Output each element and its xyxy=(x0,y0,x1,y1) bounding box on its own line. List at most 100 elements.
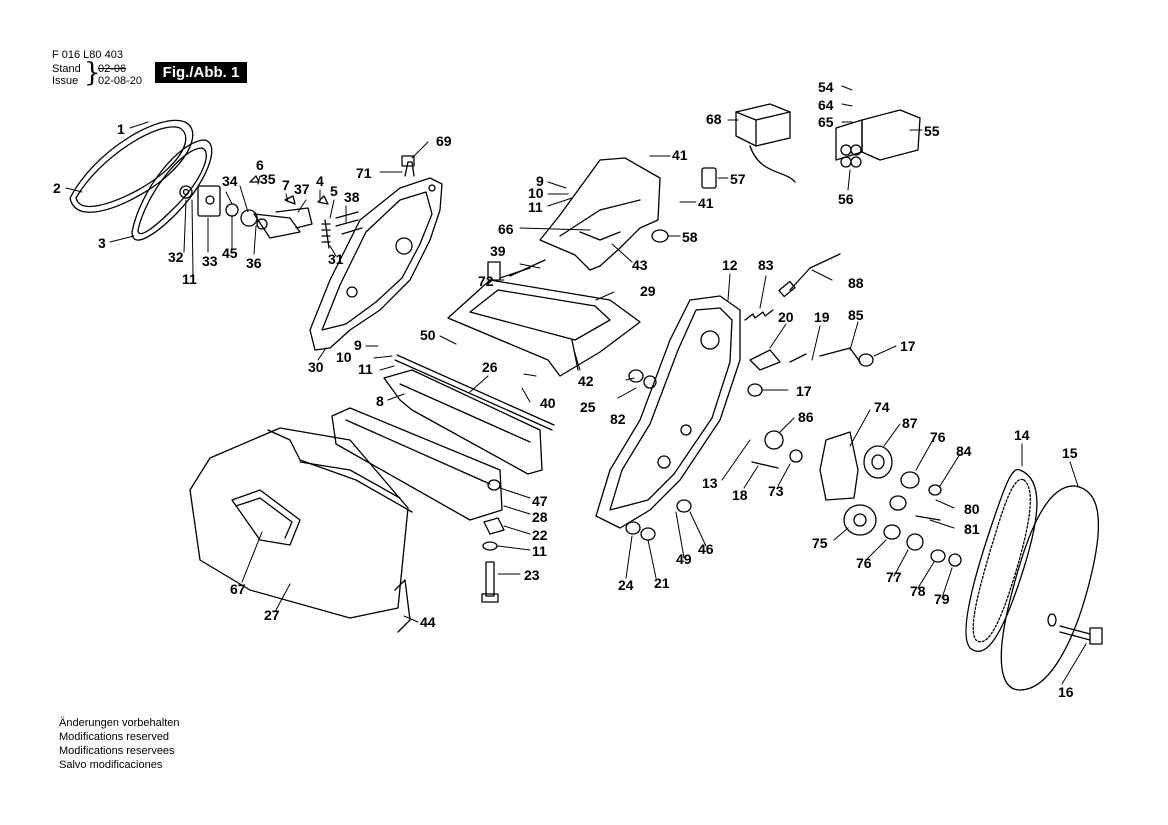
callout-29: 29 xyxy=(640,283,656,299)
spring-pin-set xyxy=(321,211,363,249)
callout-76b: 76 xyxy=(856,555,872,571)
stand-label: Stand xyxy=(52,63,81,75)
callout-71: 71 xyxy=(356,165,372,181)
callout-11d: 11 xyxy=(532,543,547,559)
washer-nut-stack xyxy=(482,479,505,551)
gear-housing xyxy=(595,295,741,529)
callout-6: 6 xyxy=(256,157,264,173)
toothed-belt xyxy=(965,468,1038,652)
spring-83 xyxy=(744,309,774,321)
pulley-75 xyxy=(843,504,877,536)
brace-glyph: } xyxy=(84,58,101,88)
stand-value: 02-06 xyxy=(98,63,127,75)
callout-11a: 11 xyxy=(528,199,543,215)
callout-80: 80 xyxy=(964,501,980,517)
callout-3: 3 xyxy=(98,235,106,251)
callout-13: 13 xyxy=(702,475,718,491)
callout-27: 27 xyxy=(264,607,280,623)
callout-67: 67 xyxy=(230,581,246,597)
callout-17a: 17 xyxy=(900,338,916,354)
callout-38: 38 xyxy=(344,189,360,205)
callout-11b: 11 xyxy=(358,361,373,377)
callout-22: 22 xyxy=(532,527,548,543)
scraper-blade xyxy=(383,369,543,475)
callout-86: 86 xyxy=(798,409,814,425)
callout-14: 14 xyxy=(1014,427,1030,443)
bolt-23 xyxy=(481,561,499,603)
control-cable xyxy=(778,253,841,298)
callout-32: 32 xyxy=(168,249,184,265)
callout-81: 81 xyxy=(964,521,980,537)
callout-50: 50 xyxy=(420,327,436,343)
deflector-plate xyxy=(539,157,661,271)
issue-label: Issue xyxy=(52,75,79,87)
callout-7: 7 xyxy=(282,177,290,193)
callout-40: 40 xyxy=(540,395,556,411)
charger-unit xyxy=(735,103,796,183)
callout-10b: 10 xyxy=(336,349,352,365)
callout-19: 19 xyxy=(814,309,830,325)
callout-57: 57 xyxy=(730,171,746,187)
callout-41b: 41 xyxy=(698,195,714,211)
callout-56: 56 xyxy=(838,191,854,207)
callout-12: 12 xyxy=(722,257,738,273)
callout-23: 23 xyxy=(524,567,540,583)
base-cover-plate xyxy=(447,259,641,377)
modification-notes: Änderungen vorbehalten Modifications res… xyxy=(59,716,179,772)
note-de: Änderungen vorbehalten xyxy=(59,717,180,729)
callout-15: 15 xyxy=(1062,445,1078,461)
callout-20: 20 xyxy=(778,309,794,325)
callout-54: 54 xyxy=(818,79,834,95)
callout-43: 43 xyxy=(632,257,648,273)
callout-28: 28 xyxy=(532,509,548,525)
drive-belt-inner xyxy=(131,139,213,241)
issue-value: 02-08-20 xyxy=(98,75,143,87)
callout-74: 74 xyxy=(874,399,890,415)
callout-1: 1 xyxy=(117,121,125,137)
callout-39: 39 xyxy=(490,243,506,259)
wheel-bracket xyxy=(819,431,859,501)
callout-5: 5 xyxy=(330,183,338,199)
callout-87: 87 xyxy=(902,415,918,431)
callout-83: 83 xyxy=(758,257,774,273)
note-en: Modifications reserved xyxy=(59,731,170,743)
callout-17b: 17 xyxy=(796,383,812,399)
callout-11c: 11 xyxy=(182,271,197,287)
callout-42: 42 xyxy=(578,373,594,389)
callout-79: 79 xyxy=(934,591,950,607)
callout-31: 31 xyxy=(328,251,344,267)
callout-58: 58 xyxy=(682,229,698,245)
callout-73: 73 xyxy=(768,483,784,499)
callout-49: 49 xyxy=(676,551,692,567)
callout-46: 46 xyxy=(698,541,714,557)
callout-9b: 9 xyxy=(354,337,362,353)
callout-labels: 1 2 3 4 5 6 7 8 9 10 11 12 13 14 15 16 1… xyxy=(53,79,1078,700)
figure-label: Fig./Abb. 1 xyxy=(155,62,247,83)
housing-side-plate xyxy=(309,155,443,351)
roller-87 xyxy=(863,445,893,479)
roller-shaft xyxy=(394,354,555,431)
callout-leader-lines xyxy=(65,85,1087,685)
callout-45: 45 xyxy=(222,245,238,261)
callout-82: 82 xyxy=(610,411,626,427)
callout-47: 47 xyxy=(532,493,548,509)
pulley-bracket xyxy=(179,185,221,217)
callout-36: 36 xyxy=(246,255,262,271)
callout-44: 44 xyxy=(420,614,436,630)
callout-66: 66 xyxy=(498,221,514,237)
callout-21: 21 xyxy=(654,575,670,591)
callout-78: 78 xyxy=(910,583,926,599)
note-fr: Modifications reservees xyxy=(59,745,175,757)
frame-rail xyxy=(331,407,503,521)
callout-4: 4 xyxy=(316,173,324,189)
bushing-set xyxy=(625,369,962,567)
shift-lever-assembly xyxy=(225,175,329,239)
callout-30: 30 xyxy=(308,359,324,375)
callout-69: 69 xyxy=(436,133,452,149)
grass-box xyxy=(189,427,413,633)
callout-34: 34 xyxy=(222,173,238,189)
battery-pack xyxy=(835,109,921,168)
callout-55: 55 xyxy=(924,123,940,139)
callout-10a: 10 xyxy=(528,185,544,201)
